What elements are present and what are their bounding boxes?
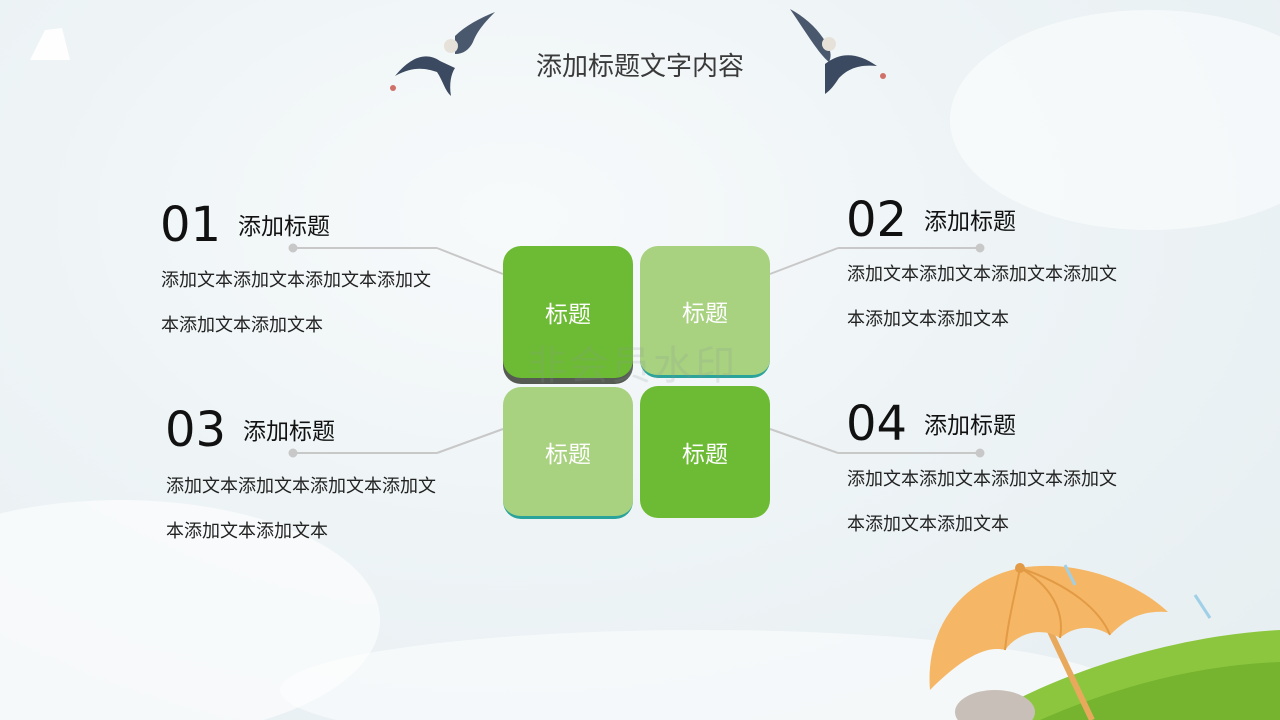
item-number-03: 03 [165, 402, 227, 458]
swallow-birds-right [790, 9, 886, 94]
item-text-02-line2: 本添加文本添加文本 [847, 309, 1009, 330]
item-text-01: 添加文本添加文本添加文本添加文 本添加文本添加文本 [161, 258, 461, 348]
item-text-04: 添加文本添加文本添加文本添加文 本添加文本添加文本 [847, 457, 1147, 547]
item-text-04-line2: 本添加文本添加文本 [847, 514, 1009, 535]
center-tile-bottom-right[interactable]: 标题 [640, 386, 770, 518]
item-text-01-line2: 本添加文本添加文本 [161, 315, 323, 336]
item-number-02: 02 [846, 192, 908, 248]
center-tile-bottom-left[interactable]: 标题 [503, 387, 633, 519]
item-heading-03: 添加标题 [243, 419, 335, 445]
item-text-03-line1: 添加文本添加文本添加文本添加文 [166, 476, 436, 497]
item-number-04: 04 [846, 396, 908, 452]
center-tile-top-right[interactable]: 标题 [640, 246, 770, 378]
swallow-birds-left [390, 12, 495, 96]
item-text-01-line1: 添加文本添加文本添加文本添加文 [161, 270, 431, 291]
item-heading-04: 添加标题 [924, 413, 1016, 439]
item-heading-02: 添加标题 [924, 209, 1016, 235]
item-text-04-line1: 添加文本添加文本添加文本添加文 [847, 469, 1117, 490]
center-tile-top-left[interactable]: 标题 [503, 246, 633, 378]
page-title: 添加标题文字内容 [535, 52, 744, 82]
item-heading-01: 添加标题 [238, 214, 330, 240]
watermark-text: 非会员水印 [527, 343, 737, 389]
item-text-03: 添加文本添加文本添加文本添加文 本添加文本添加文本 [166, 464, 466, 554]
connector-lines [288, 243, 985, 458]
item-text-02-line1: 添加文本添加文本添加文本添加文 [847, 264, 1117, 285]
item-number-01: 01 [160, 197, 222, 253]
item-text-02: 添加文本添加文本添加文本添加文 本添加文本添加文本 [847, 252, 1147, 342]
item-text-03-line2: 本添加文本添加文本 [166, 521, 328, 542]
umbrella-hill-illustration [929, 563, 1280, 720]
